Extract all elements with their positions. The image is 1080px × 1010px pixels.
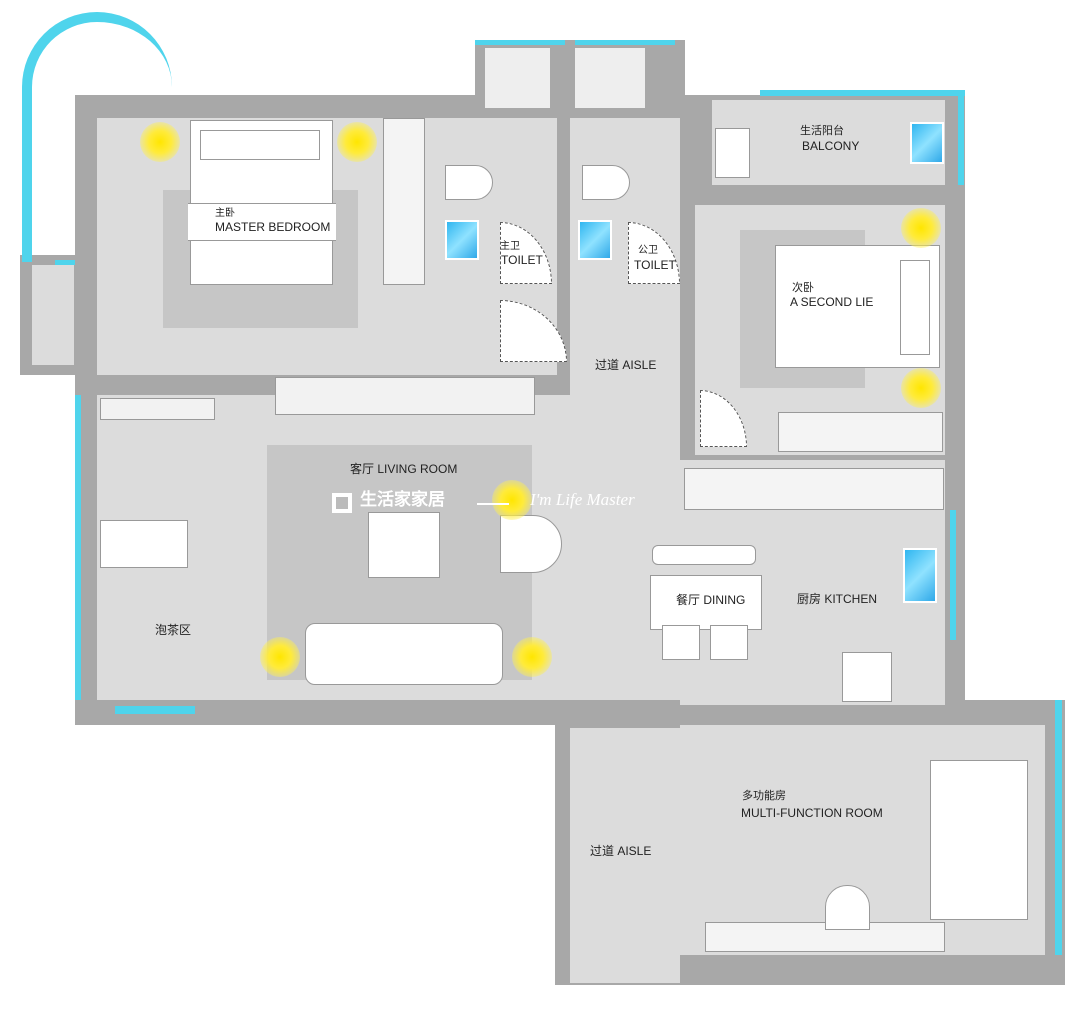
bay-window	[22, 12, 172, 262]
fridge	[842, 652, 892, 702]
light-icon	[492, 480, 532, 520]
second-pillow	[900, 260, 930, 355]
aisle-upper-label: 过道 AISLE	[595, 358, 657, 372]
multi-function-cn: 多功能房	[742, 790, 786, 802]
sofa	[305, 623, 503, 685]
watermark-brand: 生活家家居	[360, 490, 445, 509]
master-shower	[485, 48, 550, 108]
balcony	[712, 100, 945, 185]
kitchen-sink	[903, 548, 937, 603]
dining-bench	[652, 545, 756, 565]
public-toilet-en: TOILET	[634, 258, 676, 272]
dining-table	[650, 575, 762, 630]
dining-chair	[710, 625, 748, 660]
multi-function-en: MULTI-FUNCTION ROOM	[741, 806, 883, 820]
master-sink	[445, 220, 479, 260]
master-label-box	[188, 203, 336, 241]
public-toilet-cn: 公卫	[638, 245, 658, 256]
master-bedroom-en: MASTER BEDROOM	[215, 220, 331, 234]
master-toilet-cn: 主卫	[500, 241, 520, 252]
master-wardrobe	[383, 118, 425, 285]
light-icon	[901, 368, 941, 408]
window-balcony	[760, 90, 965, 96]
dining-chair	[662, 625, 700, 660]
master-bedroom-cn: 主卧	[215, 208, 235, 219]
public-shower	[575, 48, 645, 108]
second-bedroom-cn: 次卧	[792, 282, 814, 294]
balcony-en: BALCONY	[802, 139, 860, 153]
bay-seat	[32, 265, 74, 365]
kitchen-counter	[684, 468, 944, 510]
kitchen-label: 厨房 KITCHEN	[797, 592, 878, 606]
tea-table	[100, 520, 188, 568]
window-kitchen	[950, 510, 956, 640]
public-sink	[578, 220, 612, 260]
living-room-label: 客厅 LIVING ROOM	[350, 462, 458, 476]
window-bay-small	[55, 260, 75, 265]
balcony-cn: 生活阳台	[800, 125, 844, 137]
light-icon	[337, 122, 377, 162]
tv-cabinet	[275, 377, 535, 415]
tatami-bed	[930, 760, 1028, 920]
watermark-tagline: I'm Life Master	[530, 490, 635, 509]
balcony-cabinet	[715, 128, 750, 178]
watermark-line	[477, 503, 509, 505]
window-toilet-2	[575, 40, 675, 45]
master-toilet-bowl	[445, 165, 493, 200]
aisle-lower	[570, 728, 680, 983]
window-balcony-side	[958, 90, 964, 185]
aisle-lower-label: 过道 AISLE	[590, 844, 652, 858]
light-icon	[140, 122, 180, 162]
second-wardrobe	[778, 412, 943, 452]
public-toilet-bowl	[582, 165, 630, 200]
master-pillow	[200, 130, 320, 160]
coffee-table	[368, 512, 440, 578]
tea-cabinet	[100, 398, 215, 420]
dining-label: 餐厅 DINING	[676, 593, 746, 607]
tea-area-label: 泡茶区	[155, 623, 192, 637]
master-toilet-en: TOILET	[501, 253, 543, 267]
desk-chair	[825, 885, 870, 930]
window-multi	[1055, 700, 1062, 955]
light-icon	[901, 208, 941, 248]
light-icon	[512, 637, 552, 677]
watermark-logo-icon	[332, 493, 352, 513]
window-toilet	[475, 40, 565, 45]
window-bottom	[115, 706, 195, 714]
balcony-washer	[910, 122, 944, 164]
second-bedroom-en: A SECOND LIE	[790, 295, 874, 309]
armchair	[500, 515, 562, 573]
light-icon	[260, 637, 300, 677]
window-left	[75, 395, 81, 700]
